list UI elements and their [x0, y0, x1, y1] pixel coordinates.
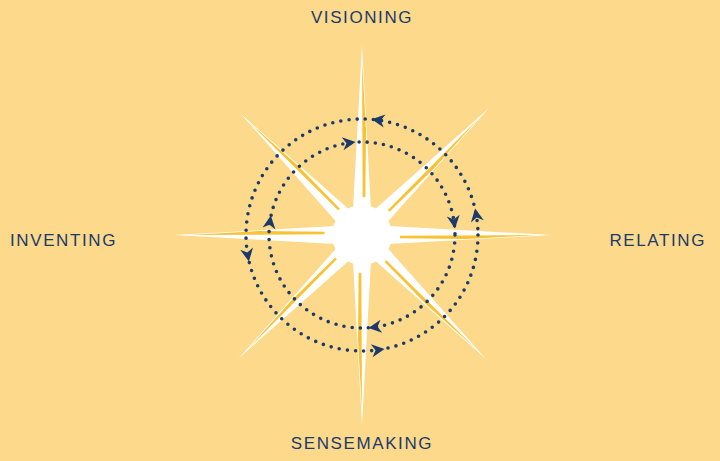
phase-label: RELATING	[609, 232, 706, 249]
cycle-arrowhead	[471, 208, 484, 222]
cycle-arrowhead	[371, 344, 385, 357]
cycle-rings	[240, 115, 484, 358]
cycle-arrowhead	[342, 137, 356, 150]
dotted-ring	[246, 119, 478, 351]
star-shade	[189, 231, 325, 235]
compass-star	[174, 45, 552, 425]
star-shade	[388, 118, 479, 212]
phase-label: SENSEMAKING	[291, 435, 433, 452]
cycle-arrowhead	[372, 115, 386, 128]
star-shade	[248, 257, 337, 348]
star-shade	[250, 123, 340, 210]
cycle-arrowhead	[240, 248, 253, 262]
star-hub	[332, 205, 392, 265]
star-shade	[400, 235, 537, 239]
dotted-ring	[269, 142, 455, 328]
star-shade	[384, 260, 475, 349]
phase-label: VISIONING	[311, 9, 413, 26]
cycle-arrowhead	[263, 216, 276, 230]
phase-label: INVENTING	[10, 232, 117, 249]
cycle-arrowhead	[447, 215, 460, 229]
star-shade	[362, 60, 366, 197]
cycle-arrowhead	[369, 320, 383, 333]
star-shade	[358, 273, 362, 410]
